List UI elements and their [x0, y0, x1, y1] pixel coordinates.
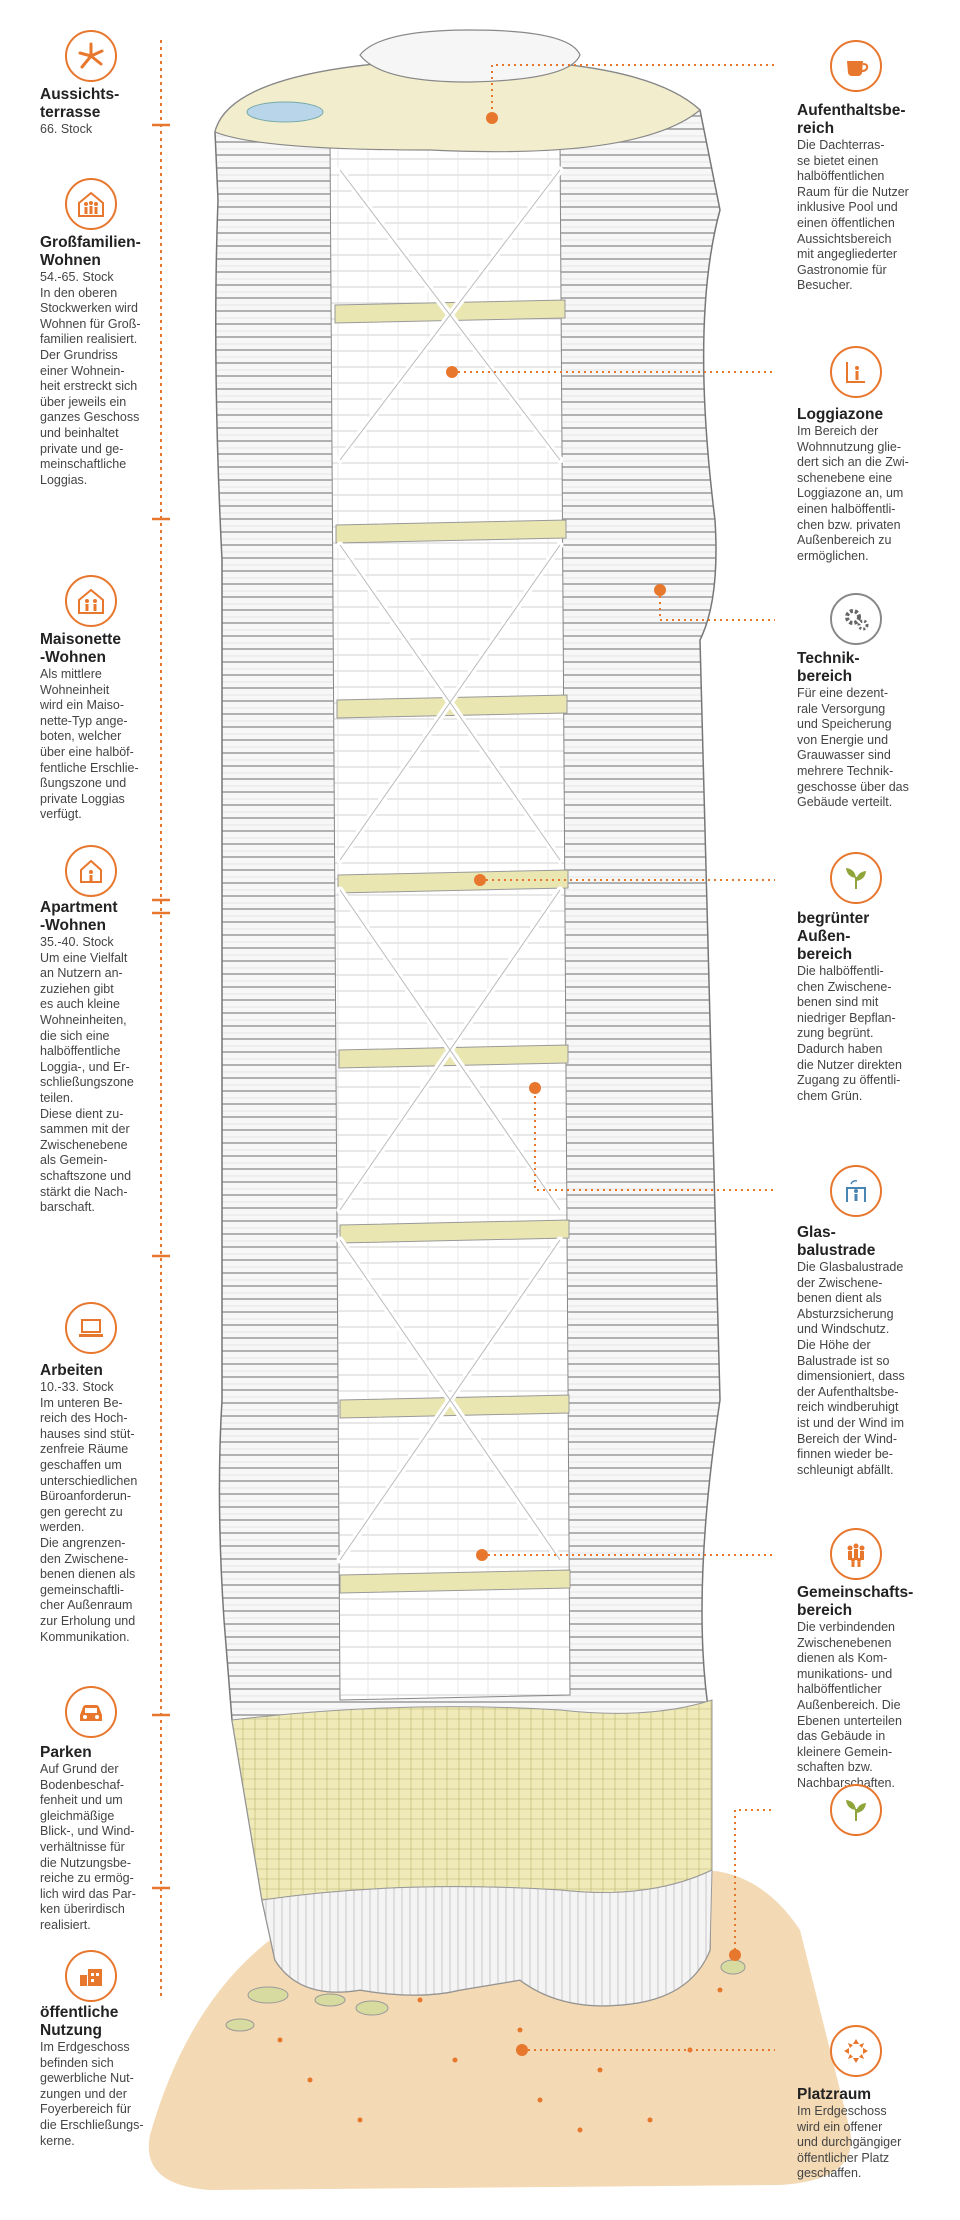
plant-icon: [830, 1784, 882, 1836]
apartment-icon: [65, 845, 117, 897]
family-house-icon: [65, 575, 117, 627]
title-maisonette: Maisonette -Wohnen: [40, 631, 121, 666]
text-loggiazone: Im Bereich der Wohnnutzung glie- dert si…: [797, 424, 909, 563]
title-technikbereich: Technik- bereich: [797, 650, 860, 685]
shop-icon: [65, 1950, 117, 2002]
laptop-icon: [65, 1302, 117, 1354]
text-gemeinschaftsbereich: Die verbindenden Zwischenebenen dienen a…: [797, 1620, 902, 1790]
text-oeffentliche-nutzung: Im Erdgeschoss befinden sich gewerbliche…: [40, 2040, 144, 2148]
loggia-icon: [830, 346, 882, 398]
title-gemeinschaftsbereich: Gemeinschafts- bereich: [797, 1584, 914, 1619]
large-family-icon: [65, 178, 117, 230]
title-platzraum: Platzraum: [797, 2086, 872, 2103]
community-icon: [830, 1528, 882, 1580]
title-loggiazone: Loggiazone: [797, 406, 884, 423]
text-parken: Auf Grund der Bodenbeschaf- fenheit und …: [40, 1762, 136, 1932]
plant-icon: [830, 852, 882, 904]
text-apartment: 35.-40. Stock Um eine Vielfalt an Nutzer…: [40, 935, 134, 1215]
title-glasbalustrade: Glas- balustrade: [797, 1224, 876, 1259]
binoculars-icon: [65, 30, 117, 82]
text-arbeiten: 10.-33. Stock Im unteren Be- reich des H…: [40, 1380, 138, 1644]
title-grossfamilien: Großfamilien- Wohnen: [40, 234, 141, 269]
gear-icon: [830, 593, 882, 645]
text-aufenthaltsbereich: Die Dachterras- se bietet einen halböffe…: [797, 138, 909, 293]
title-oeffentliche-nutzung: öffentliche Nutzung: [40, 2004, 119, 2039]
glass-railing-icon: [830, 1165, 882, 1217]
text-maisonette: Als mittlere Wohneinheit wird ein Maiso-…: [40, 667, 139, 822]
text-grossfamilien: 54.-65. Stock In den oberen Stockwerken …: [40, 270, 141, 487]
text-begruenter-aussenbereich: Die halböffentli- chen Zwischene- benen …: [797, 964, 902, 1103]
title-aufenthaltsbereich: Aufenthaltsbe- reich: [797, 102, 906, 137]
text-technikbereich: Für eine dezent- rale Versorgung und Spe…: [797, 686, 909, 810]
text-glasbalustrade: Die Glasbalustrade der Zwischene- benen …: [797, 1260, 905, 1477]
car-icon: [65, 1686, 117, 1738]
plaza-arrows-icon: [830, 2025, 882, 2077]
title-parken: Parken: [40, 1744, 92, 1761]
title-aussichtsterrasse: Aussichts- terrasse: [40, 86, 120, 121]
title-arbeiten: Arbeiten: [40, 1362, 103, 1379]
cup-icon: [830, 40, 882, 92]
title-begruenter-aussenbereich: begrünter Außen- bereich: [797, 910, 870, 963]
text-aussichtsterrasse: 66. Stock: [40, 122, 93, 136]
text-platzraum: Im Erdgeschoss wird ein offener und durc…: [797, 2104, 902, 2181]
title-apartment: Apartment -Wohnen: [40, 899, 118, 934]
